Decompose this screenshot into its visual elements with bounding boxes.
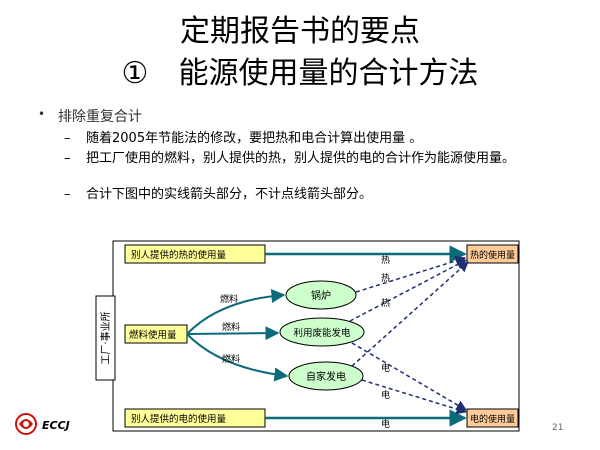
title-line-1: 定期报告书的要点	[180, 14, 420, 49]
dashed-wasteheat-heat	[349, 259, 467, 322]
elec-label-1: 电	[381, 362, 390, 374]
fuel-label-2: 燃料	[222, 321, 240, 333]
bullet-dot-icon: •	[38, 107, 46, 121]
bullet-text: 排除重复合计	[58, 109, 142, 125]
sub-item-text: 合计下图中的实线箭头部分，不计点线箭头部分。	[86, 187, 373, 202]
elec-label-3: 电	[381, 418, 390, 430]
boiler-label: 锅炉	[311, 290, 331, 302]
dashed-selfgen-heat	[351, 261, 469, 367]
eccj-logo-text: ECCJ	[42, 419, 70, 432]
factory-label: 工厂·事业所	[99, 311, 112, 364]
fuel-label-3: 燃料	[222, 353, 240, 365]
eccj-emblem-icon	[15, 413, 37, 435]
page-number: 21	[552, 423, 564, 433]
dash-icon: –	[64, 131, 71, 146]
boiler-node	[285, 280, 357, 310]
dash-icon: –	[64, 151, 71, 166]
eccj-logo: ECCJ	[15, 413, 70, 435]
heat-supplied-label: 别人提供的热的使用量	[131, 249, 227, 261]
sub-item-text: 随着2005年节能法的修改，要把热和电合计算出使用量 。	[86, 131, 423, 146]
title-line-2: ① 能源使用量的合计方法	[121, 56, 479, 91]
elec-usage-label: 电的使用量	[470, 413, 515, 425]
arrow-fuel-wasteheat	[186, 326, 280, 341]
dash-icon: –	[64, 187, 71, 202]
heat-usage-box	[466, 244, 519, 264]
dashed-boiler-heat	[355, 255, 467, 293]
heat-usage-label: 热的使用量	[470, 249, 515, 261]
fuel-usage-label: 燃料使用量	[129, 329, 177, 341]
self-gen-node	[288, 361, 364, 391]
self-gen-label: 自家发电	[306, 370, 346, 383]
waste-heat-gen-node	[279, 317, 365, 347]
factory-box	[95, 295, 116, 381]
fuel-label-1: 燃料	[220, 293, 238, 305]
heat-label-2: 热	[381, 272, 390, 284]
arrow-fuel-boiler	[186, 289, 286, 335]
heat-label-3: 热	[381, 297, 390, 309]
waste-heat-gen-label: 利用废能发电	[293, 327, 351, 339]
elec-supplied-label: 别人提供的电的使用量	[131, 413, 227, 425]
elec-label-2: 电	[381, 389, 390, 401]
arrow-fuel-selfgen	[186, 333, 289, 382]
dashed-wasteheat-elec	[351, 342, 467, 411]
elec-usage-box	[466, 408, 519, 428]
sub-item-text: 把工厂使用的燃料，别人提供的热，别人提供的电的合计作为能源使用量。	[86, 151, 516, 166]
heat-label-1: 热	[381, 254, 390, 266]
